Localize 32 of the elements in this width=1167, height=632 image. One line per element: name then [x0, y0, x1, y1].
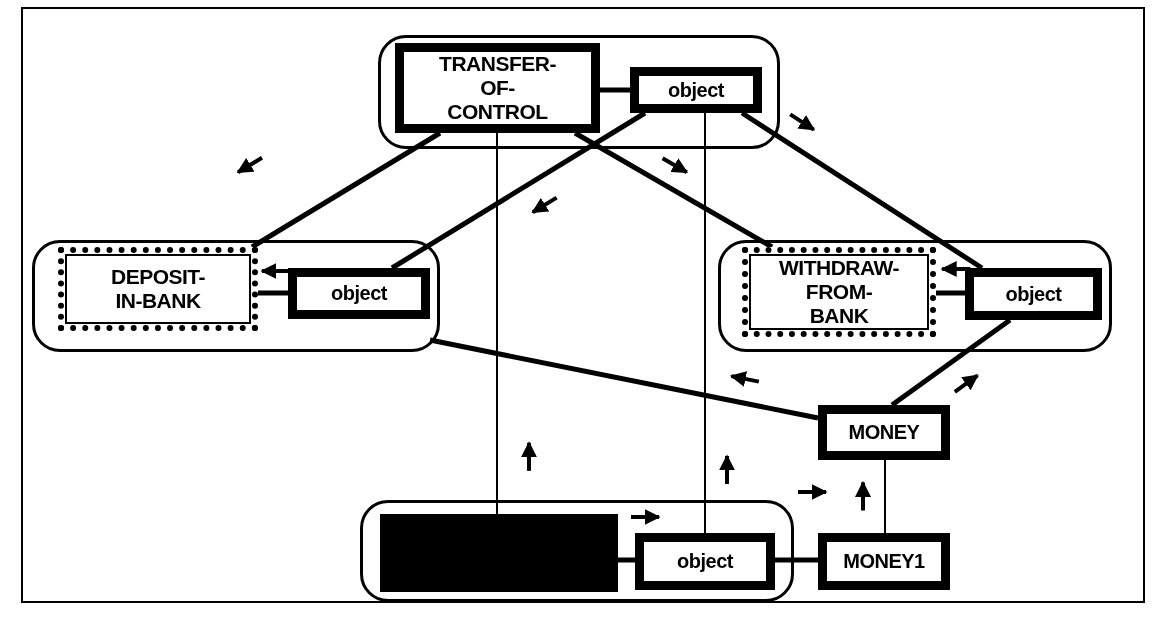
- node-label: WITHDRAW-FROM-BANK: [779, 255, 899, 329]
- connector: [775, 557, 818, 563]
- connector: [884, 459, 886, 534]
- concept-box: [818, 533, 950, 590]
- connector: [496, 132, 498, 515]
- concept-box: [635, 533, 775, 590]
- node-label: MONEY: [848, 421, 920, 444]
- node-label: MONEY1: [843, 550, 925, 573]
- connector: [429, 337, 819, 421]
- node-label: object: [668, 78, 724, 102]
- concept-box: [288, 268, 430, 319]
- context-box: [32, 240, 440, 352]
- node-label: object: [677, 550, 733, 573]
- connector: [704, 112, 706, 534]
- context-box: [378, 35, 780, 149]
- concept-box: [395, 43, 600, 133]
- node-label: object: [1005, 282, 1062, 306]
- concept-box: [630, 67, 762, 113]
- concept-box: [818, 405, 950, 460]
- node-label: DEPOSIT-IN-BANK: [111, 264, 205, 314]
- node-label: TRANSFER-OF-CONTROL: [439, 51, 556, 125]
- hatched-concept-box: [742, 247, 936, 337]
- connector: [258, 290, 288, 296]
- hatched-concept-box: [58, 247, 258, 331]
- context-box: [360, 500, 794, 602]
- connector: [618, 557, 635, 563]
- connector: [936, 290, 965, 296]
- filled-box: [380, 514, 618, 592]
- concept-box: [965, 268, 1102, 320]
- connector: [600, 87, 630, 93]
- node-label: object: [331, 282, 387, 305]
- context-box: [718, 240, 1112, 352]
